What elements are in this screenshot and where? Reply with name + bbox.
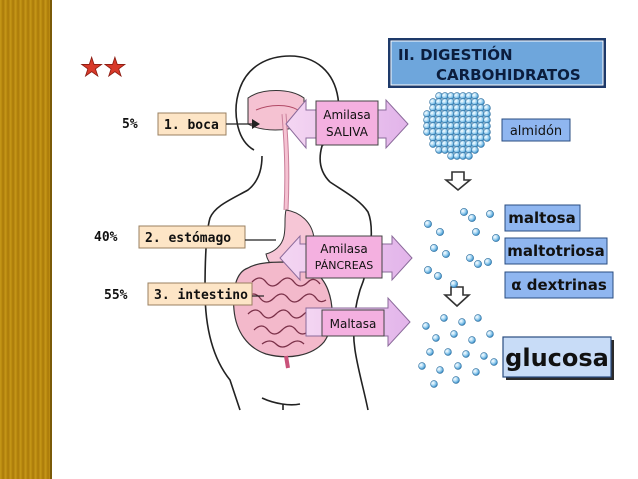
oligosaccharide-molecule: [436, 228, 444, 236]
oligosaccharide-molecule: [486, 210, 494, 218]
starch-molecule: [483, 134, 491, 142]
product-text: glucosa: [505, 344, 609, 372]
product-label-almidon: almidón: [501, 118, 571, 142]
product-text: almidón: [510, 124, 562, 139]
enzyme-name: Maltasa: [330, 317, 377, 331]
glucose-molecule: [418, 362, 426, 370]
glucose-molecule: [450, 330, 458, 338]
glucose-molecule: [458, 318, 466, 326]
down-arrow-1: [443, 171, 473, 192]
stars-decoration: ★★: [80, 53, 127, 83]
organ-label-text: 2. estómago: [145, 231, 231, 246]
organ-percent: 55%: [104, 288, 128, 303]
organ-label-estomago: 40% 2. estómago: [94, 225, 276, 249]
oligosaccharide-molecule: [474, 260, 482, 268]
starch-molecule: [477, 140, 485, 148]
enzyme-name: Amilasa: [320, 242, 368, 256]
enzyme-source: SALIVA: [326, 125, 369, 139]
enzyme-arrow-pancreas: Amilasa PÁNCREAS: [279, 234, 413, 282]
glucose-molecule: [474, 314, 482, 322]
mouth-organ: [247, 90, 305, 211]
glucose-molecule: [480, 352, 488, 360]
organ-label-boca: 5% 1. boca: [122, 112, 260, 136]
oligosaccharide-molecule: [460, 208, 468, 216]
glucose-molecule: [462, 350, 470, 358]
product-text: maltotriosa: [507, 242, 604, 260]
oligosaccharide-molecule: [492, 234, 500, 242]
human-body-outline: [204, 55, 373, 411]
title-box: II. DIGESTIÓN CARBOHIDRATOS: [388, 38, 606, 88]
down-arrow-2: [442, 286, 472, 308]
oligosaccharide-molecule: [442, 250, 450, 258]
oligosaccharide-molecule: [468, 214, 476, 222]
enzyme-arrow-saliva: Amilasa SALIVA: [285, 98, 409, 150]
oligosaccharide-molecule: [466, 254, 474, 262]
oligosaccharide-molecule: [434, 272, 442, 280]
organ-label-intestino: 55% 3. intestino: [104, 282, 264, 306]
enzyme-arrow-maltasa: Maltasa: [305, 296, 411, 348]
organ-percent: 40%: [94, 230, 118, 245]
oligosaccharide-molecule: [424, 220, 432, 228]
oligosaccharide-molecule: [472, 228, 480, 236]
oligosaccharide-molecule: [450, 280, 458, 288]
glucose-molecule: [486, 330, 494, 338]
glucose-molecule: [444, 348, 452, 356]
starch-molecule-cluster: [423, 92, 491, 160]
oligosaccharide-molecule: [424, 266, 432, 274]
glucose-molecule: [440, 314, 448, 322]
glucose-molecule: [432, 334, 440, 342]
product-text: α dextrinas: [511, 276, 607, 294]
decorative-sidebar: [0, 0, 52, 479]
title-line-1: II. DIGESTIÓN: [398, 45, 513, 64]
starch-molecule: [471, 146, 479, 154]
glucose-molecule: [436, 366, 444, 374]
product-label-maltosa: maltosa: [504, 204, 581, 232]
product-text: maltosa: [508, 209, 575, 227]
oligosaccharide-molecules: [424, 208, 500, 288]
organ-label-text: 3. intestino: [154, 288, 248, 303]
product-label-glucosa: glucosa: [502, 336, 614, 380]
enzyme-name: Amilasa: [323, 108, 371, 122]
product-label-maltotriosa: maltotriosa: [504, 237, 608, 265]
oligosaccharide-molecule: [484, 258, 492, 266]
glucose-molecule: [468, 336, 476, 344]
title-line-2: CARBOHIDRATOS: [436, 66, 581, 84]
glucose-molecule: [454, 362, 462, 370]
glucose-molecules: [418, 314, 498, 388]
starch-molecule: [465, 152, 473, 160]
glucose-molecule: [430, 380, 438, 388]
glucose-molecule: [490, 358, 498, 366]
organ-percent: 5%: [122, 117, 138, 132]
glucose-molecule: [422, 322, 430, 330]
enzyme-source: PÁNCREAS: [315, 259, 373, 272]
product-label-dextrinas: α dextrinas: [504, 271, 614, 299]
glucose-molecule: [452, 376, 460, 384]
glucose-molecule: [472, 368, 480, 376]
oligosaccharide-molecule: [430, 244, 438, 252]
organ-label-text: 1. boca: [164, 118, 219, 133]
glucose-molecule: [426, 348, 434, 356]
